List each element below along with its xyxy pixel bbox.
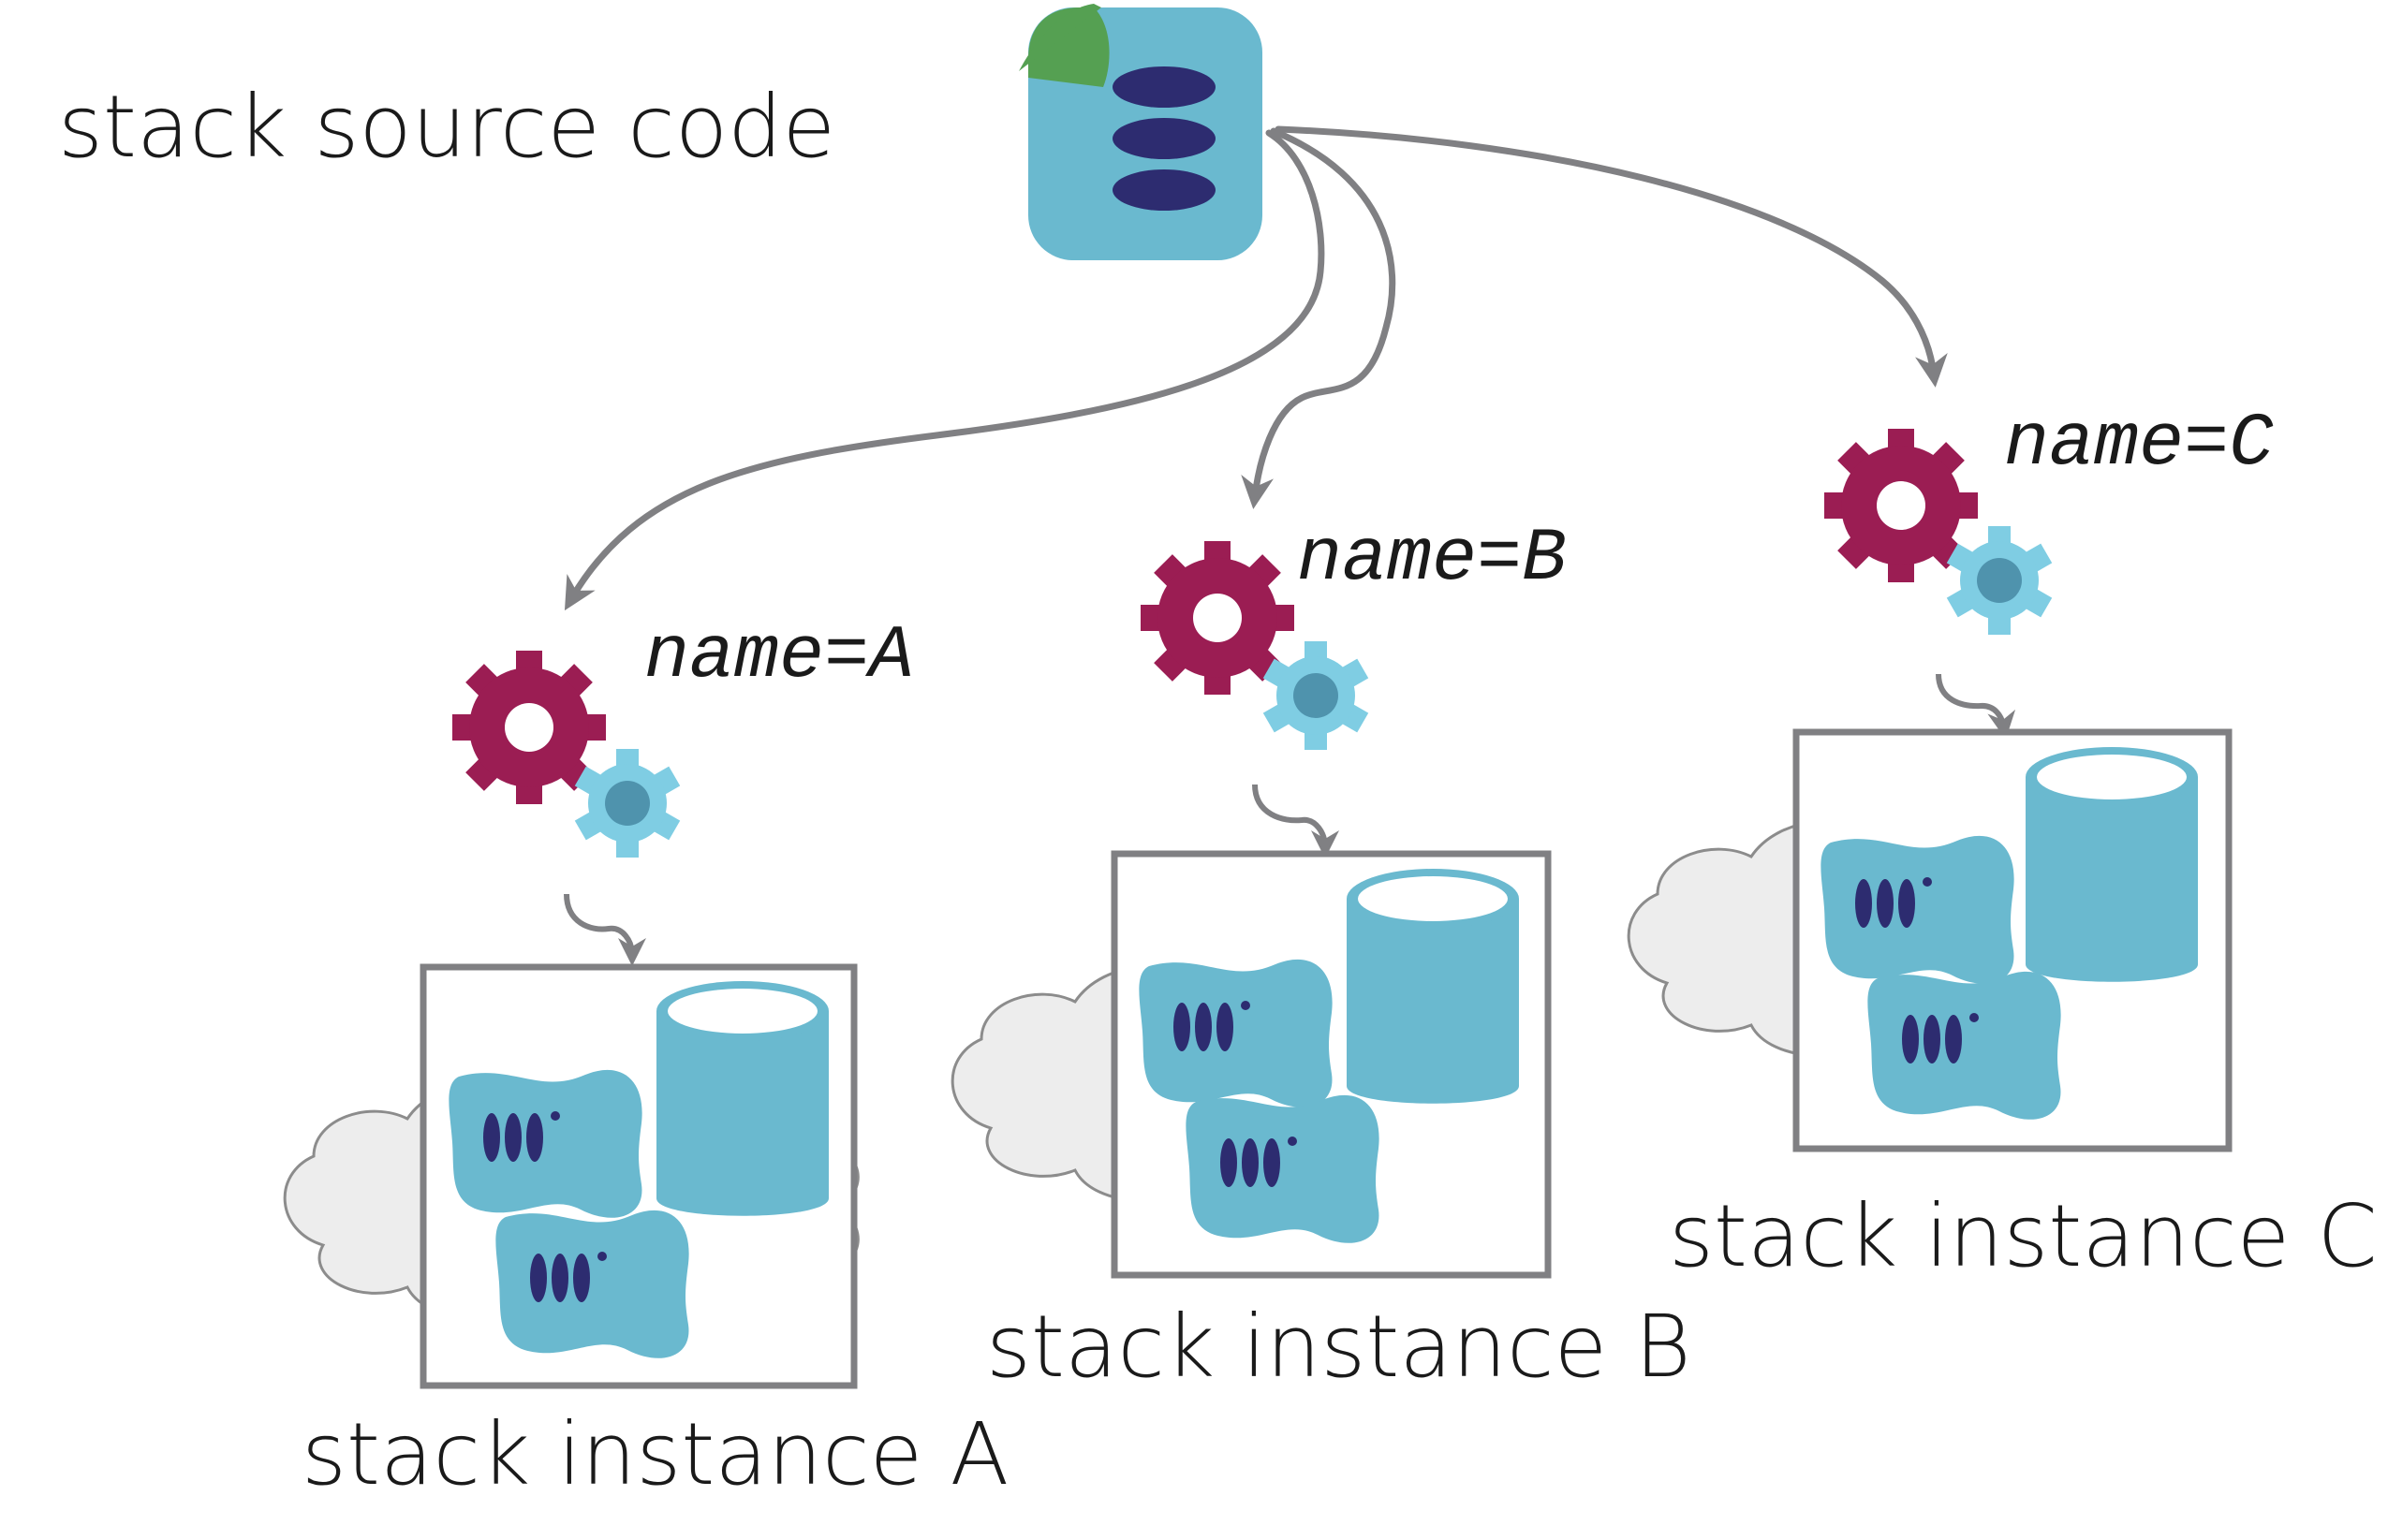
arrow-to-instance-b (1241, 127, 1396, 509)
instance-a-label: stack instance A (302, 1404, 1009, 1504)
database-cylinder-icon (2026, 747, 2198, 982)
server-icon (1867, 971, 2061, 1120)
source-code-database-icon (1019, 4, 1262, 260)
instance-c-param: name=C (2004, 402, 2274, 487)
arrow-to-instance-c (1275, 125, 1948, 388)
deployment-arrows (564, 125, 1948, 611)
database-cylinder-icon (1347, 869, 1519, 1104)
instance-b-label: stack instance B (986, 1297, 1691, 1397)
source-code-label: stack source code (58, 77, 835, 177)
instance-c-label: stack instance C (1669, 1186, 2378, 1286)
database-cylinder-icon (656, 981, 829, 1216)
arrow-to-instance-a (564, 129, 1325, 611)
instance-a-param: name=A (644, 614, 914, 699)
instance-c: name=C stack instance C (1627, 402, 2378, 1286)
server-icon (495, 1210, 689, 1358)
server-icon (1186, 1094, 1379, 1243)
instance-a: name=A stack instance A (283, 614, 1009, 1504)
instance-b-param: name=B (1297, 517, 1567, 602)
apply-arrow-b (1252, 784, 1339, 858)
apply-arrow-a (564, 893, 646, 966)
instance-b: name=B stack instance B (951, 517, 1691, 1397)
server-icon (1820, 835, 2014, 984)
server-icon (1139, 959, 1333, 1107)
teal-gear-icon (574, 749, 681, 858)
teal-gear-icon (1946, 526, 2053, 635)
apply-arrow-c (1936, 673, 2016, 740)
teal-gear-icon (1262, 641, 1369, 750)
server-icon (449, 1069, 642, 1218)
